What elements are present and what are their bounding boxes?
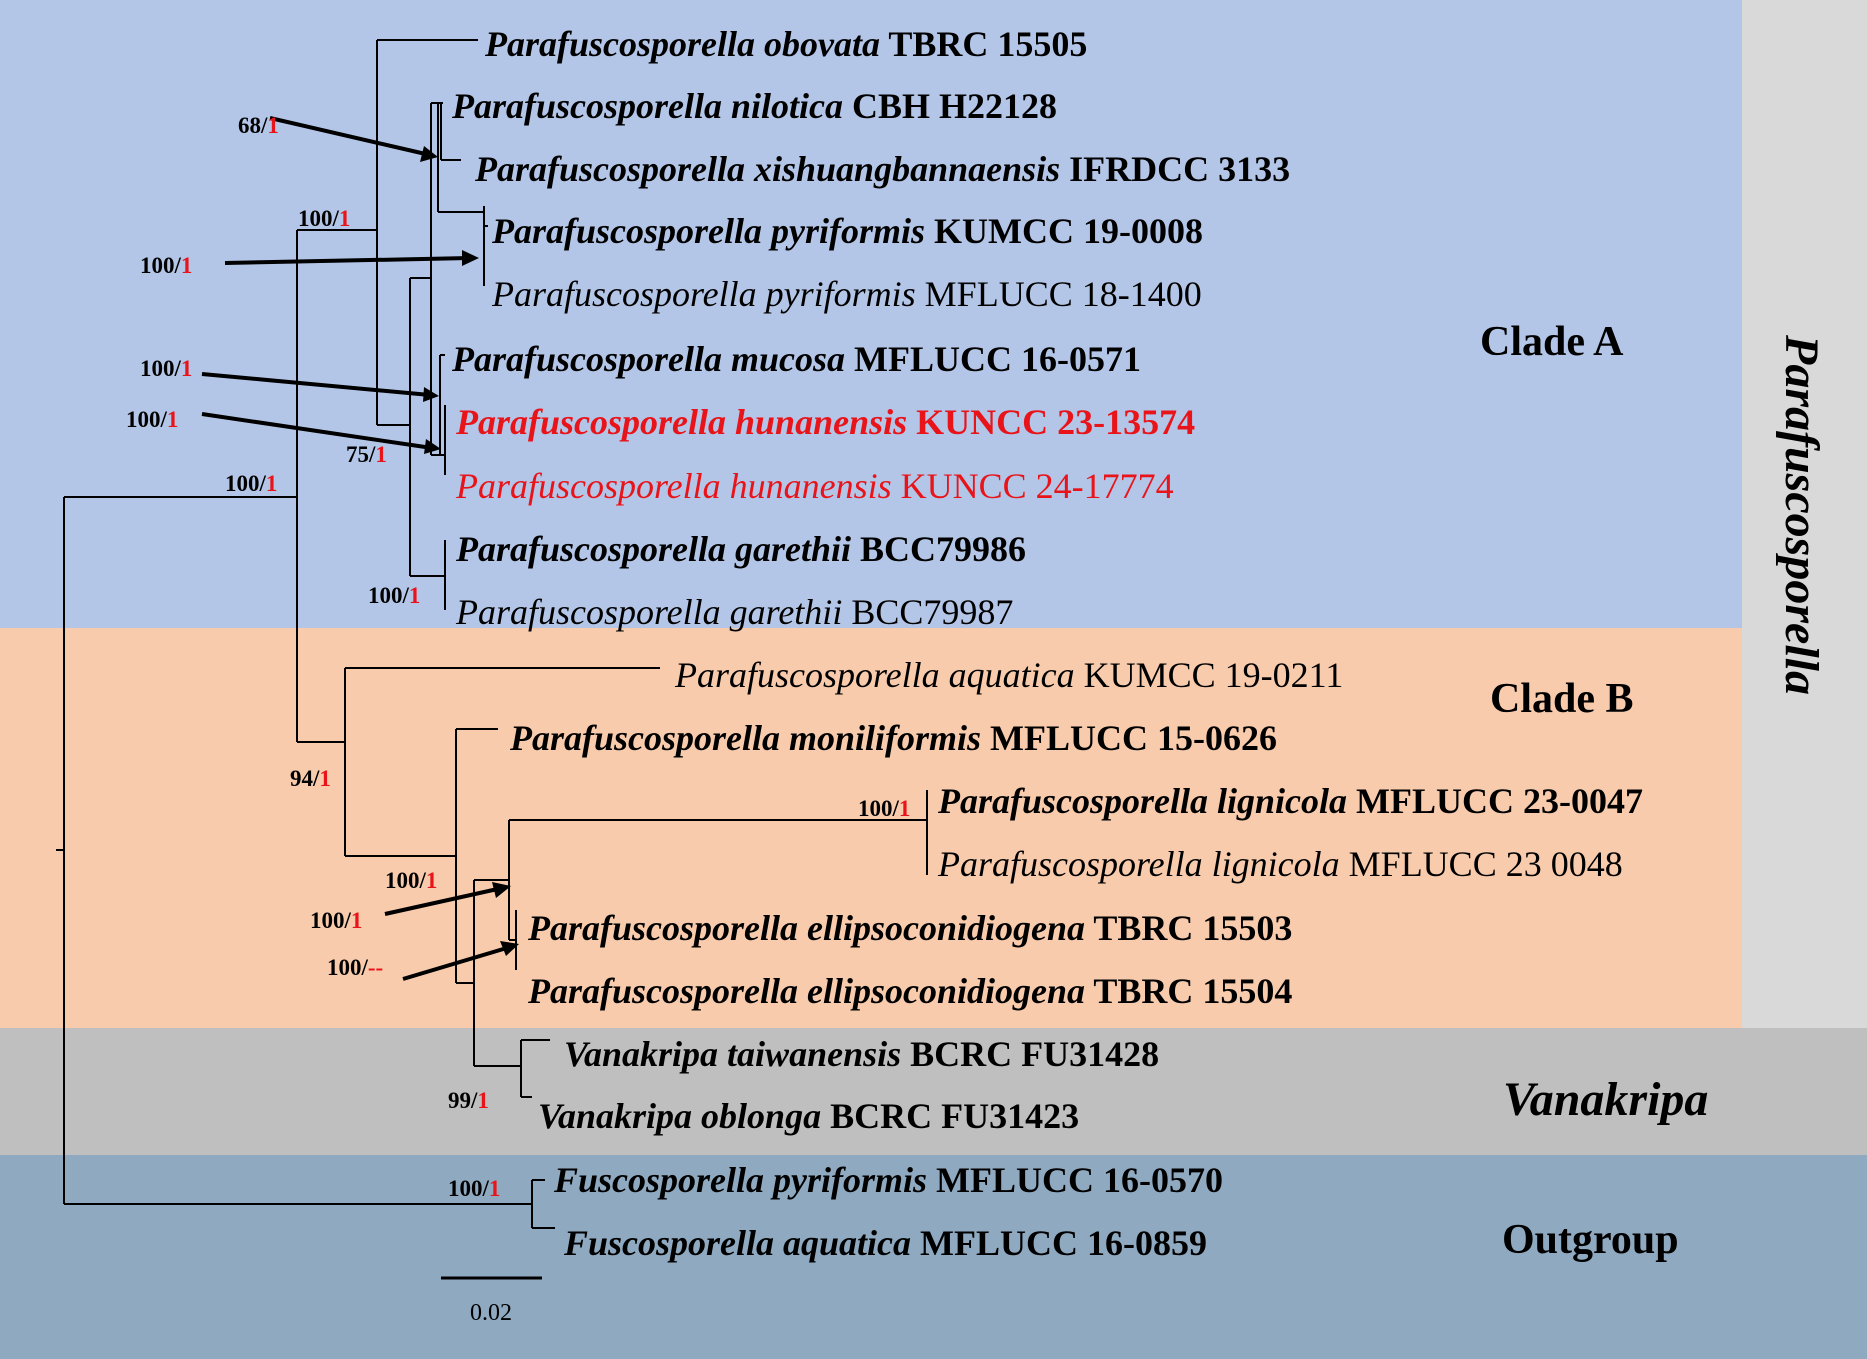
- taxon-label: Parafuscosporella pyriformis MFLUCC 18-1…: [491, 274, 1202, 314]
- vanakripa-label: Vanakripa: [1503, 1073, 1708, 1126]
- support-label: 100/--: [327, 955, 383, 980]
- support-label: 94/1: [290, 766, 331, 791]
- support-label: 68/1: [238, 113, 279, 138]
- clade-a-label: Clade A: [1480, 319, 1624, 365]
- taxon-label: Parafuscosporella ellipsoconidiogena TBR…: [527, 971, 1292, 1011]
- taxon-label: Parafuscosporella hunanensis KUNCC 23-13…: [455, 402, 1195, 442]
- support-label: 99/1: [448, 1088, 489, 1113]
- taxon-label: Parafuscosporella nilotica CBH H22128: [451, 86, 1057, 126]
- taxon-label: Parafuscosporella obovata TBRC 15505: [484, 24, 1087, 64]
- support-label: 100/1: [298, 206, 350, 231]
- support-label: 100/1: [126, 407, 178, 432]
- support-label: 100/1: [140, 356, 192, 381]
- genus-bar-background: [1742, 0, 1867, 1028]
- outgroup-background: [0, 1155, 1867, 1359]
- scale-bar-label: 0.02: [470, 1300, 512, 1326]
- taxon-label: Vanakripa taiwanensis BCRC FU31428: [564, 1034, 1159, 1074]
- vanakripa-background: [0, 1028, 1867, 1155]
- support-label: 100/1: [310, 908, 362, 933]
- taxon-labels: Parafuscosporella obovata TBRC 15505 Par…: [451, 24, 1643, 1263]
- support-labels: 68/1 100/1 100/1 100/1 100/1 75/1 100/1 …: [126, 113, 910, 1201]
- support-label: 100/1: [385, 868, 437, 893]
- support-arrowheads: [420, 146, 519, 956]
- clade-b-label: Clade B: [1490, 676, 1634, 722]
- taxon-label: Parafuscosporella lignicola MFLUCC 23-00…: [937, 781, 1643, 821]
- tree-branches: [56, 39, 928, 1229]
- taxon-label: Parafuscosporella aquatica KUMCC 19-0211: [674, 655, 1343, 695]
- taxon-label: Fuscosporella pyriformis MFLUCC 16-0570: [553, 1160, 1223, 1200]
- taxon-label: Parafuscosporella garethii BCC79986: [455, 529, 1026, 569]
- support-label: 100/1: [140, 253, 192, 278]
- support-label: 100/1: [448, 1176, 500, 1201]
- support-label: 100/1: [858, 796, 910, 821]
- taxon-label: Parafuscosporella pyriformis KUMCC 19-00…: [491, 211, 1203, 251]
- taxon-label: Parafuscosporella xishuangbannaensis IFR…: [474, 149, 1290, 189]
- taxon-label: Fuscosporella aquatica MFLUCC 16-0859: [563, 1223, 1207, 1263]
- taxon-label: Parafuscosporella hunanensis KUNCC 24-17…: [455, 466, 1174, 506]
- support-label: 100/1: [225, 471, 277, 496]
- taxon-label: Parafuscosporella garethii BCC79987: [455, 592, 1013, 632]
- support-label: 75/1: [346, 442, 387, 467]
- clade-b-background: [0, 628, 1742, 1028]
- taxon-label: Parafuscosporella ellipsoconidiogena TBR…: [527, 908, 1292, 948]
- support-arrows: [201, 116, 511, 981]
- taxon-label: Vanakripa oblonga BCRC FU31423: [538, 1096, 1079, 1136]
- support-label: 100/1: [368, 583, 420, 608]
- outgroup-label: Outgroup: [1502, 1217, 1679, 1263]
- clade-a-background: [0, 0, 1742, 628]
- taxon-label: Parafuscosporella moniliformis MFLUCC 15…: [509, 718, 1277, 758]
- taxon-label: Parafuscosporella lignicola MFLUCC 23 00…: [937, 844, 1623, 884]
- genus-label: Parafuscosporella: [1775, 334, 1828, 695]
- taxon-label: Parafuscosporella mucosa MFLUCC 16-0571: [451, 339, 1141, 379]
